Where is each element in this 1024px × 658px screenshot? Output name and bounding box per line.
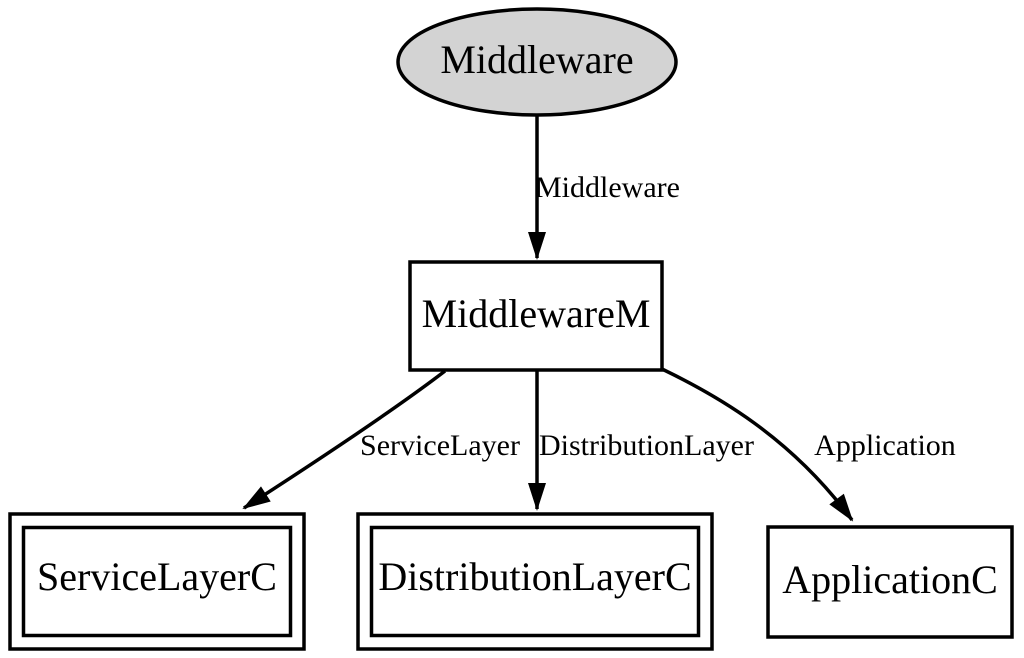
node-servicelayerc: ServiceLayerC: [8, 512, 306, 651]
middleware-label: Middleware: [440, 37, 633, 82]
edge-middleware-to-middlewarem: Middleware: [528, 116, 680, 260]
node-middleware: Middleware: [396, 7, 678, 117]
edge-middlewarem-to-applicationc: Application: [661, 367, 956, 522]
distributionlayerc-label: DistributionLayerC: [378, 554, 691, 599]
edge-line: [661, 367, 854, 522]
edge-label-servicelayer: ServiceLayer: [360, 429, 520, 462]
distributionlayerc-inner-box: [369, 525, 701, 638]
servicelayerc-inner-box: [21, 525, 293, 638]
node-applicationc: ApplicationC: [766, 525, 1014, 639]
servicelayerc-label: ServiceLayerC: [37, 554, 277, 599]
edge-line: [242, 369, 447, 510]
distributionlayerc-outer-box: [356, 512, 714, 651]
edge-middlewarem-to-distributionlayerc: DistributionLayer: [528, 371, 754, 511]
edge-middlewarem-to-servicelayerc: ServiceLayer: [242, 369, 520, 510]
applicationc-box: [766, 525, 1014, 639]
edge-label-middleware: Middleware: [535, 171, 680, 204]
edge-label-distributionlayer: DistributionLayer: [539, 429, 754, 462]
middleware-ellipse: [396, 7, 678, 117]
servicelayerc-outer-box: [8, 512, 306, 651]
edge-label-application: Application: [814, 429, 956, 462]
node-distributionlayerc: DistributionLayerC: [356, 512, 714, 651]
middlewarem-label: MiddlewareM: [422, 291, 651, 336]
applicationc-label: ApplicationC: [782, 557, 998, 602]
middlewarem-box: [408, 260, 664, 372]
node-middlewarem: MiddlewareM: [408, 260, 664, 372]
